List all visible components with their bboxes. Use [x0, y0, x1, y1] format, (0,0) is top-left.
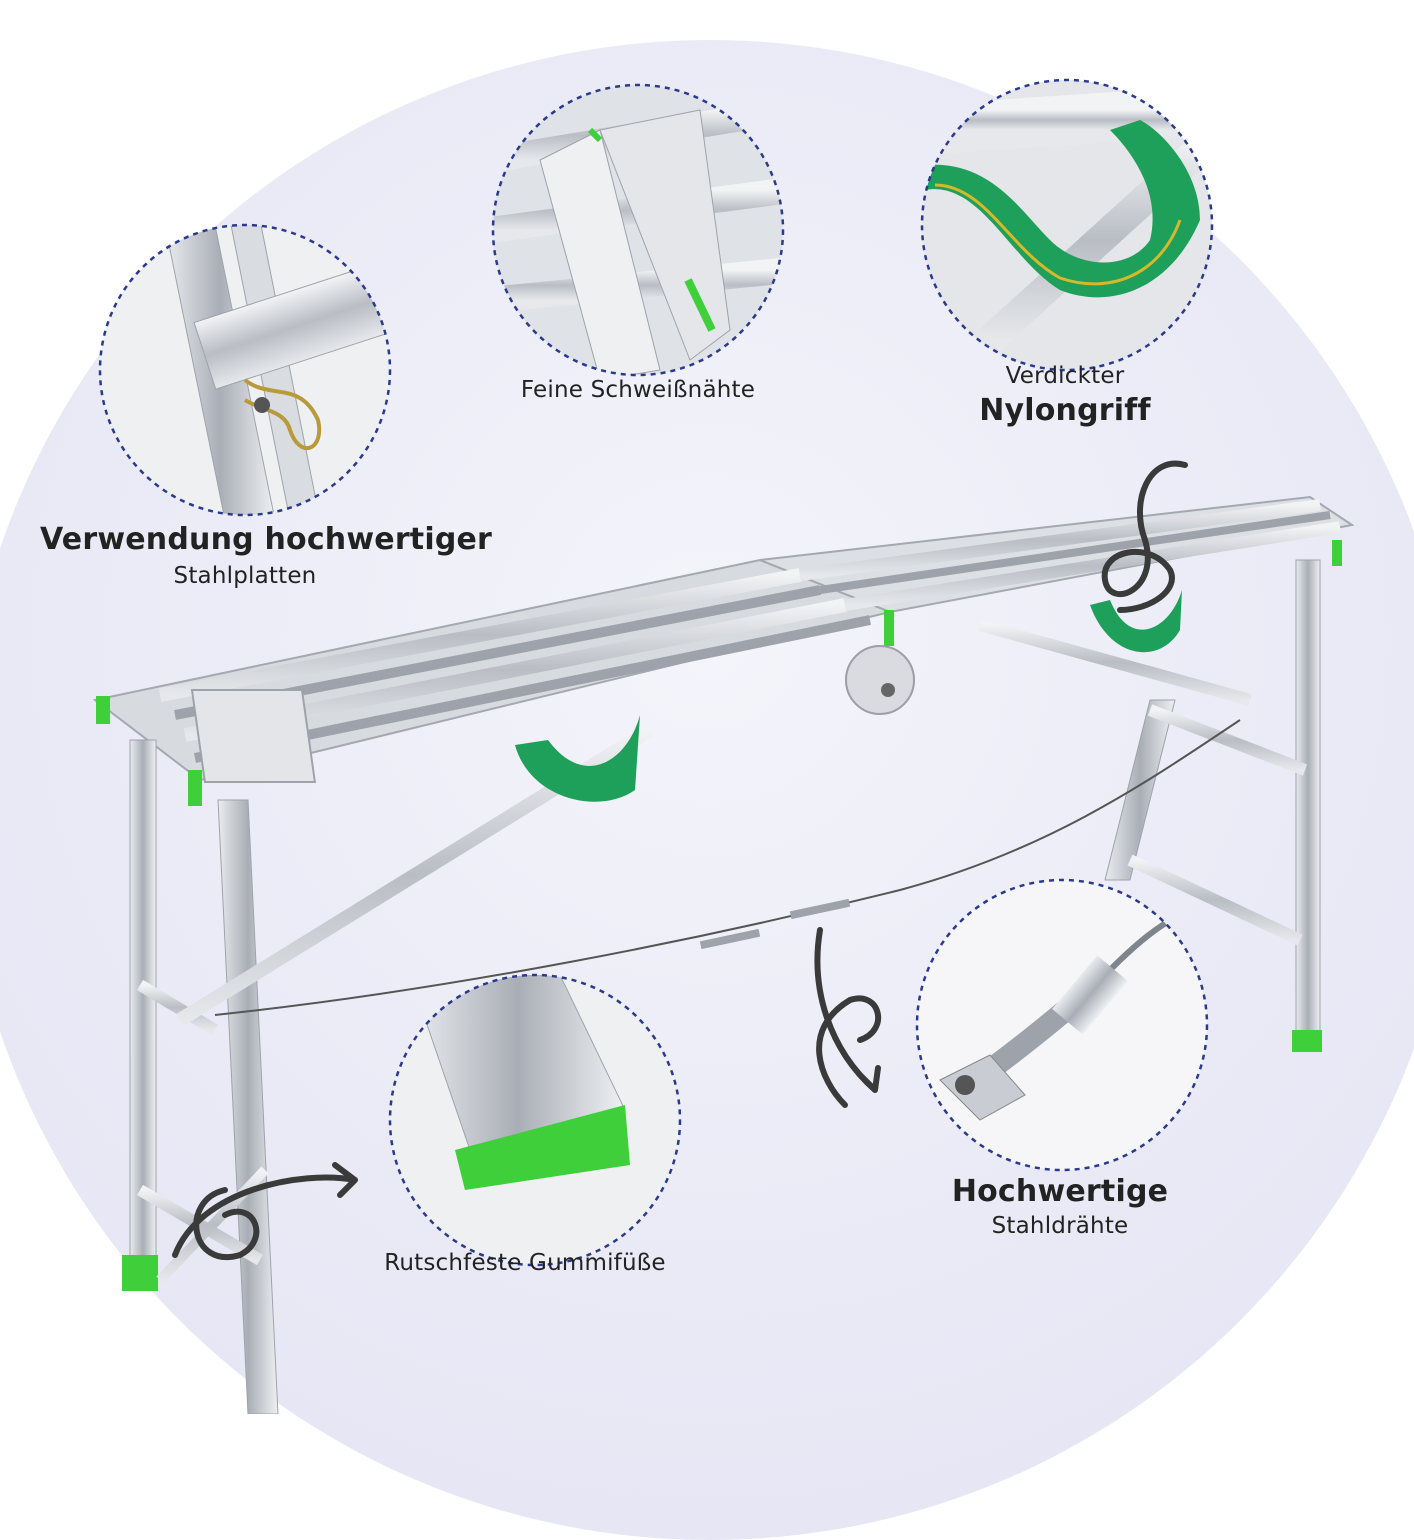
dashed-circle-detail-icon [98, 223, 392, 517]
detail-rubber-feet [388, 973, 682, 1267]
scaffold-legs [122, 559, 1322, 1414]
scaffold-straps [515, 590, 1182, 802]
callout-rubber-feet-title: Rutschfeste Gummifüße [384, 1250, 666, 1276]
detail-steel-wires [915, 878, 1209, 1172]
scaffold-wire [214, 719, 1241, 1016]
curly-arrow-icon [172, 460, 1188, 1260]
callout-steel-wires-subtitle: Stahldrähte [991, 1213, 1129, 1239]
dashed-circle-detail-icon [920, 78, 1214, 372]
callout-steel-wires-title: Hochwertige [951, 1174, 1169, 1209]
detail-steel-plates [98, 223, 392, 517]
dashed-circle-detail-icon [388, 973, 682, 1267]
dashed-circle-detail-icon [491, 83, 785, 377]
product-illustration [92, 78, 1355, 1414]
callout-steel-plates-subtitle: Stahlplatten [173, 563, 317, 589]
callout-welds-title: Feine Schweißnähte [520, 377, 756, 403]
callout-steel-wires: Hochwertige Stahldrähte [940, 1174, 1180, 1239]
callout-rubber-feet: Rutschfeste Gummifüße [360, 1250, 690, 1276]
callout-steel-plates-title: Verwendung hochwertiger [40, 522, 493, 557]
detail-nylon-handle [920, 78, 1214, 372]
callout-nylon-handle: Verdickter Nylongriff [950, 363, 1180, 428]
callout-nylon-handle-title: Nylongriff [979, 393, 1151, 428]
dashed-circle-detail-icon [915, 878, 1209, 1172]
detail-welds [491, 83, 785, 377]
callout-nylon-handle-subtitle: Verdickter [1005, 363, 1125, 389]
callout-welds: Feine Schweißnähte [488, 377, 788, 403]
product-feature-image: Verwendung hochwertiger Stahlplatten Fei… [0, 40, 1414, 1540]
callout-steel-plates: Verwendung hochwertiger Stahlplatten [40, 522, 493, 589]
scaffold-platform [92, 495, 1355, 806]
